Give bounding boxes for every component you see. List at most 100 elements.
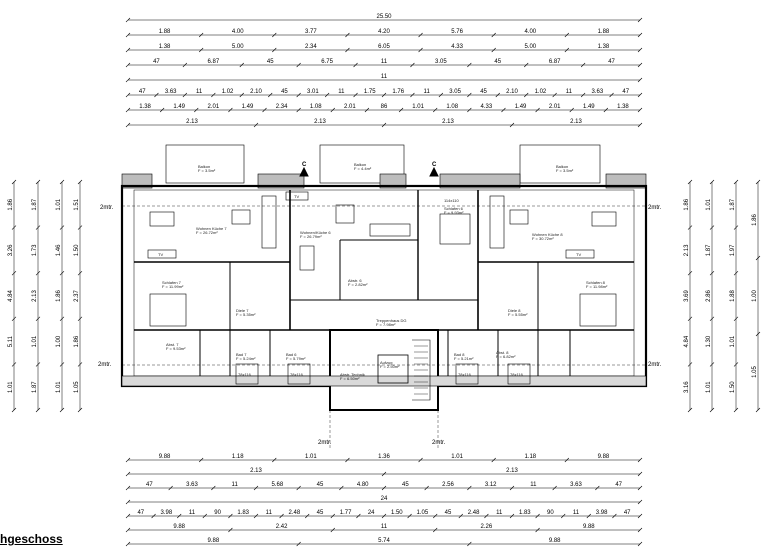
dimension-tick bbox=[345, 32, 350, 38]
dimension-tick bbox=[733, 407, 739, 413]
room-area: F = 5.21m² bbox=[454, 356, 474, 361]
dimension-value: 1.36 bbox=[378, 454, 390, 460]
room-name: Wohnen/Küche 6 bbox=[300, 230, 331, 235]
dimension-tick bbox=[198, 47, 204, 53]
dimension-value: 4.00 bbox=[524, 29, 536, 35]
dimension-value: 11 bbox=[496, 510, 503, 516]
dimension-value: 4.84 bbox=[684, 335, 690, 347]
dimension-value: 9.88 bbox=[549, 538, 561, 544]
dimension-value: 45 bbox=[281, 89, 288, 95]
dimension-value: 2.26 bbox=[481, 524, 493, 530]
dimension-tick bbox=[356, 513, 361, 519]
dimension-tick bbox=[228, 527, 233, 533]
dimension-tick bbox=[637, 513, 643, 519]
dimension-value: 45 bbox=[494, 59, 501, 65]
dimension-tick bbox=[353, 92, 358, 98]
dimension-value: 3.12 bbox=[485, 482, 497, 488]
dimension-tick bbox=[586, 513, 592, 519]
dimension-value: 4.20 bbox=[378, 29, 390, 35]
dimension-value: 2.86 bbox=[706, 290, 712, 302]
dimension-value: 1.86 bbox=[684, 198, 690, 210]
dimension-value: 47 bbox=[622, 89, 629, 95]
dimension-tick bbox=[637, 62, 643, 68]
dimension-value: 9.88 bbox=[207, 538, 219, 544]
dimension-tick bbox=[330, 527, 336, 533]
dimension-value: 2.10 bbox=[250, 89, 262, 95]
dimension-tick bbox=[194, 107, 199, 113]
dimension-tick bbox=[637, 527, 643, 533]
room-area: F = 6.82m² bbox=[496, 354, 516, 359]
dimension-tick bbox=[381, 513, 387, 519]
dimension-tick bbox=[159, 107, 165, 113]
dimension-value: 1.88 bbox=[730, 290, 736, 302]
dimension-tick bbox=[11, 316, 17, 322]
dimension-tick bbox=[637, 471, 643, 477]
dimension-tick bbox=[381, 471, 387, 477]
dimension-value: 11 bbox=[381, 524, 388, 530]
dimension-tick bbox=[77, 225, 83, 230]
dimension-tick bbox=[154, 92, 159, 98]
dimension-value: 1.00 bbox=[56, 335, 62, 347]
dimension-tick bbox=[253, 513, 259, 519]
dimension-value: 1.01 bbox=[730, 335, 736, 347]
dimension-value: 1.30 bbox=[706, 335, 712, 347]
dimension-value: 1.01 bbox=[8, 381, 14, 393]
dimension-tick bbox=[339, 485, 344, 491]
dimension-tick bbox=[59, 225, 65, 230]
room-area: F = 5.55m² bbox=[508, 312, 528, 317]
dimension-tick bbox=[637, 17, 643, 23]
room-name: Schlafen 7 bbox=[162, 280, 182, 285]
dimension-tick bbox=[125, 485, 131, 491]
roof-window-label: 78x116 bbox=[458, 372, 472, 377]
dimension-value: 6.87 bbox=[549, 59, 561, 65]
dimension-value: 2.01 bbox=[207, 104, 219, 110]
dimension-value: 2.13 bbox=[684, 244, 690, 256]
dimension-tick bbox=[580, 62, 586, 68]
dimension-value: 3.01 bbox=[307, 89, 319, 95]
dimension-tick bbox=[687, 407, 693, 413]
right-dimension-chains: 1.862.133.694.843.161.011.872.861.301.01… bbox=[684, 179, 761, 413]
room-name: Bad 6 bbox=[286, 352, 297, 357]
room-name: Abst. 7 bbox=[166, 342, 179, 347]
dimension-tick bbox=[11, 225, 17, 230]
dimension-tick bbox=[491, 32, 496, 38]
dimension-tick bbox=[733, 179, 739, 185]
dimension-tick bbox=[733, 225, 739, 230]
dimension-tick bbox=[552, 92, 557, 98]
dimension-value: 3.63 bbox=[165, 89, 177, 95]
dimension-tick bbox=[125, 471, 131, 477]
dimension-tick bbox=[35, 225, 41, 230]
room-name: Bad 7 bbox=[236, 352, 247, 357]
tv-label: TV bbox=[294, 194, 299, 199]
dimension-value: 2.01 bbox=[344, 104, 356, 110]
dimension-tick bbox=[709, 179, 715, 185]
dimension-tick bbox=[755, 179, 761, 185]
dimension-value: 2.56 bbox=[442, 482, 454, 488]
dimension-tick bbox=[687, 316, 693, 322]
dimension-value: 45 bbox=[402, 482, 409, 488]
dimension-value: 11 bbox=[189, 510, 196, 516]
dimension-value: 1.02 bbox=[535, 89, 547, 95]
room-area: F = 3.5m² bbox=[198, 168, 216, 173]
dimension-value: 2.13 bbox=[506, 468, 518, 474]
dimension-value: 3.05 bbox=[435, 59, 447, 65]
room-area: F = 4.4m² bbox=[354, 166, 372, 171]
roof-window-label: 78x116 bbox=[238, 372, 252, 377]
dimension-value: 6.05 bbox=[378, 44, 390, 50]
dimension-tick bbox=[330, 107, 336, 113]
dimension-tick bbox=[77, 316, 83, 322]
room-name: Schlafen 8 bbox=[586, 280, 606, 285]
dimension-tick bbox=[272, 32, 277, 38]
dimension-value: 2.42 bbox=[276, 524, 288, 530]
dimension-value: 1.50 bbox=[730, 381, 736, 393]
dimension-value: 1.38 bbox=[598, 44, 610, 50]
dimension-value: 11 bbox=[381, 74, 388, 80]
room-name: Abstr. 6 bbox=[348, 278, 362, 283]
dimension-tick bbox=[564, 47, 570, 53]
dimension-value: 1.46 bbox=[56, 244, 62, 256]
section-marker-label: C bbox=[302, 162, 307, 168]
dimension-tick bbox=[418, 457, 423, 463]
dimension-tick bbox=[345, 47, 350, 53]
dimension-tick bbox=[202, 513, 208, 519]
